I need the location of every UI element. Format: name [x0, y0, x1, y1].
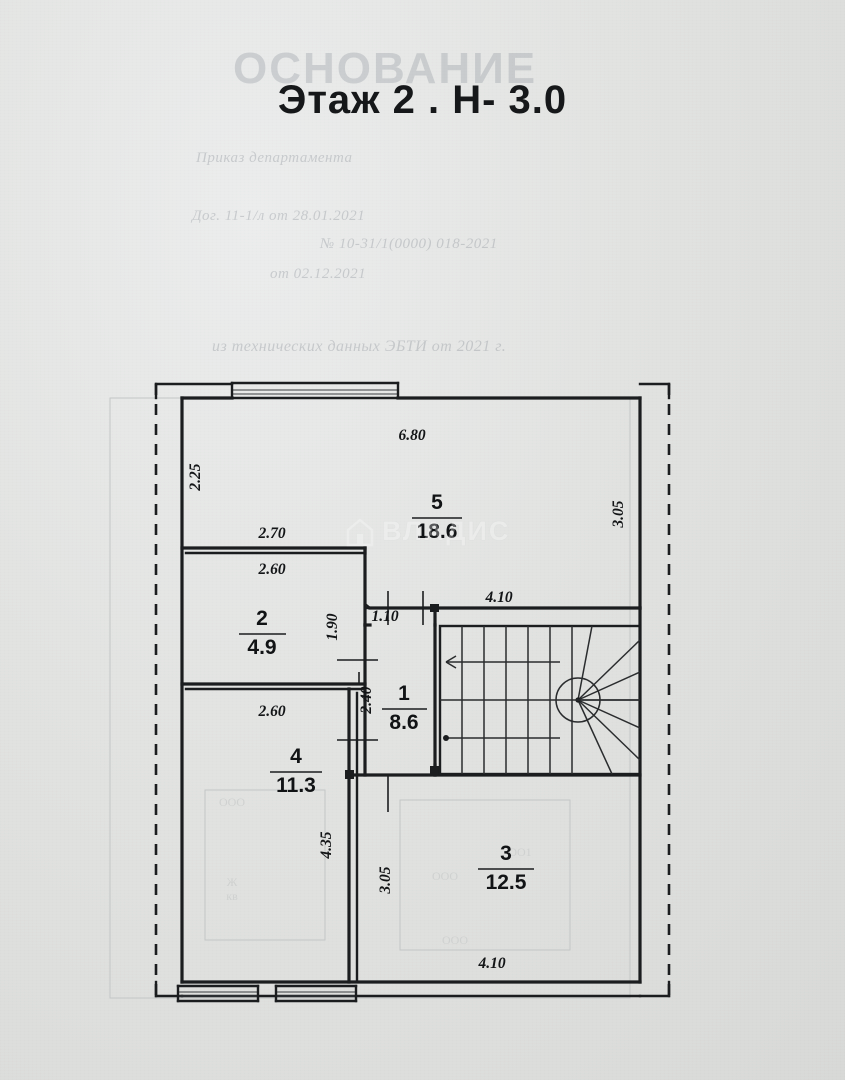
window-bottom-right [274, 984, 358, 1003]
svg-text:1: 1 [398, 682, 410, 705]
window-bottom-left [176, 984, 260, 1003]
dim-1-90: 1.90 [324, 613, 341, 640]
svg-text:4: 4 [290, 745, 302, 768]
svg-text:кв: кв [226, 889, 238, 903]
svg-text:ООО: ООО [442, 933, 468, 947]
room-label-1: 1 8.6 [382, 682, 427, 734]
svg-text:5: 5 [431, 491, 443, 514]
svg-text:ООО: ООО [432, 869, 458, 883]
svg-text:12.5: 12.5 [486, 871, 527, 894]
svg-text:8.6: 8.6 [389, 711, 418, 734]
dim-2-25: 2.25 [187, 463, 204, 491]
dim-1-10: 1.10 [371, 608, 398, 625]
room-label-4: 4 11.3 [270, 745, 322, 797]
dim-2-70: 2.70 [257, 525, 285, 542]
svg-text:18.6: 18.6 [417, 520, 458, 543]
dim-4-10-bottom: 4.10 [477, 955, 505, 972]
dimension-labels: 6.80 3.05 4.10 2.25 2.70 2.60 1.90 1.10 … [187, 427, 627, 972]
dim-2-40: 2.40 [358, 686, 375, 714]
outer-boundary-dashed [154, 382, 671, 998]
svg-text:11.3: 11.3 [276, 774, 316, 797]
svg-text:ОО1: ОО1 [508, 845, 531, 859]
svg-text:ООО: ООО [219, 795, 245, 809]
dim-3-05-right: 3.05 [610, 500, 627, 528]
svg-text:4.9: 4.9 [247, 636, 276, 659]
svg-text:3: 3 [500, 842, 512, 865]
dim-4-35: 4.35 [318, 831, 335, 859]
room-label-3: 3 12.5 [478, 842, 534, 894]
room-label-2: 2 4.9 [239, 607, 286, 659]
svg-text:2: 2 [256, 607, 268, 630]
dim-2-60-top: 2.60 [257, 561, 285, 578]
dim-3-05-left: 3.05 [377, 866, 394, 894]
svg-text:Ж: Ж [227, 875, 238, 889]
dimension-ticks [337, 591, 424, 812]
dim-2-60-bottom: 2.60 [257, 703, 285, 720]
page-title: Этаж 2 . H- 3.0 [277, 78, 568, 122]
dim-6-80: 6.80 [398, 427, 425, 444]
dim-4-10-top: 4.10 [484, 589, 512, 606]
room-label-5: 5 18.6 [412, 491, 462, 543]
staircase [438, 624, 642, 776]
winder-treads [555, 625, 641, 775]
window-top [230, 381, 400, 400]
